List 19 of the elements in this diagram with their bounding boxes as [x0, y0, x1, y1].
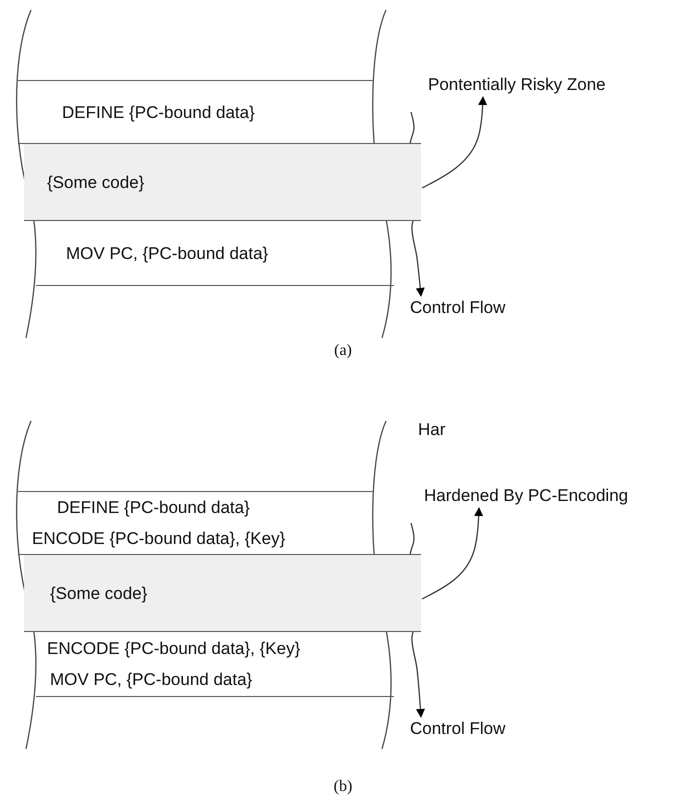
code-line: MOV PC, {PC-bound data}	[66, 242, 268, 264]
panel-label: (a)	[334, 342, 352, 360]
annotation-text: Control Flow	[410, 298, 506, 318]
annotation-text: Hardened By PC-Encoding	[424, 486, 628, 506]
code-line: MOV PC, {PC-bound data}	[50, 669, 252, 691]
annotation-text: Har	[418, 420, 446, 440]
arrow	[422, 507, 484, 600]
shaded-code-row	[24, 554, 421, 632]
code-line: {Some code}	[47, 172, 144, 194]
code-line: ENCODE {PC-bound data}, {Key}	[47, 638, 300, 660]
code-line: {Some code}	[50, 582, 148, 604]
code-line: ENCODE {PC-bound data}, {Key}	[32, 528, 286, 550]
panel-label: (b)	[334, 778, 352, 796]
code-line: DEFINE {PC-bound data}	[57, 497, 250, 519]
arrow	[422, 96, 488, 189]
code-line: DEFINE {PC-bound data}	[62, 102, 255, 124]
shaded-code-row	[24, 143, 421, 221]
annotation-text: Pontentially Risky Zone	[428, 75, 606, 95]
annotation-text: Control Flow	[410, 719, 506, 739]
